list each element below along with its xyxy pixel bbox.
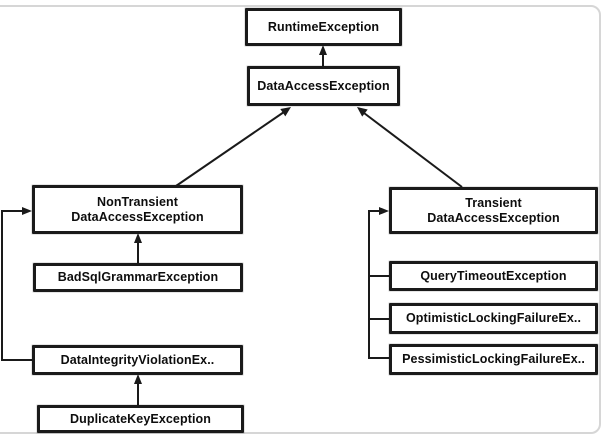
- arrow-transient-to-dae: [363, 112, 463, 188]
- node-bad-sql-grammar-exception-label: BadSqlGrammarException: [57, 270, 219, 284]
- node-transient-label-line2: DataAccessException: [427, 210, 560, 225]
- arrow-trunk-to-transient: [368, 210, 389, 359]
- node-transient-data-access-exception: Transient DataAccessException: [389, 187, 598, 234]
- node-query-timeout-exception-label: QueryTimeoutException: [420, 268, 567, 283]
- arrowhead-dataintegrity-to-nontransient: [22, 207, 32, 215]
- arrow-dataintegrity-to-nontransient: [1, 210, 32, 361]
- node-duplicate-key-exception: DuplicateKeyException: [37, 405, 244, 433]
- diagram-frame: [0, 5, 601, 434]
- node-pessimistic-locking-failure-exception-label: PessimisticLockingFailureEx..: [402, 352, 585, 366]
- node-non-transient-label-line1: NonTransient: [96, 194, 179, 209]
- node-data-access-exception: DataAccessException: [247, 66, 400, 106]
- node-data-access-exception-label: DataAccessException: [257, 78, 390, 93]
- arrowhead-duplicatekey-to-dataintegrity: [134, 374, 142, 384]
- node-data-integrity-violation-exception: DataIntegrityViolationEx..: [32, 345, 243, 375]
- arrowhead-nontransient-to-dae: [280, 107, 291, 117]
- node-duplicate-key-exception-label: DuplicateKeyException: [69, 411, 212, 426]
- node-runtime-exception: RuntimeException: [245, 8, 402, 46]
- arrowhead-dae-to-runtime: [319, 45, 327, 55]
- node-query-timeout-exception: QueryTimeoutException: [389, 261, 598, 291]
- arrowhead-transient-to-dae: [357, 107, 368, 117]
- node-pessimistic-locking-failure-exception: PessimisticLockingFailureEx..: [389, 344, 598, 375]
- node-optimistic-locking-failure-exception-label: OptimisticLockingFailureEx..: [405, 311, 582, 325]
- node-bad-sql-grammar-exception: BadSqlGrammarException: [33, 263, 243, 292]
- node-data-integrity-violation-exception-label: DataIntegrityViolationEx..: [60, 352, 215, 367]
- node-optimistic-locking-failure-exception: OptimisticLockingFailureEx..: [389, 303, 598, 334]
- arrowhead-trunk-to-transient: [379, 207, 389, 215]
- arrowhead-badsql-to-nontransient: [134, 233, 142, 243]
- node-non-transient-data-access-exception: NonTransient DataAccessException: [32, 185, 243, 234]
- arrow-nontransient-to-dae: [175, 111, 285, 187]
- node-runtime-exception-label: RuntimeException: [267, 19, 380, 34]
- node-non-transient-label-line2: DataAccessException: [71, 209, 204, 224]
- node-transient-label-line1: Transient: [465, 195, 522, 210]
